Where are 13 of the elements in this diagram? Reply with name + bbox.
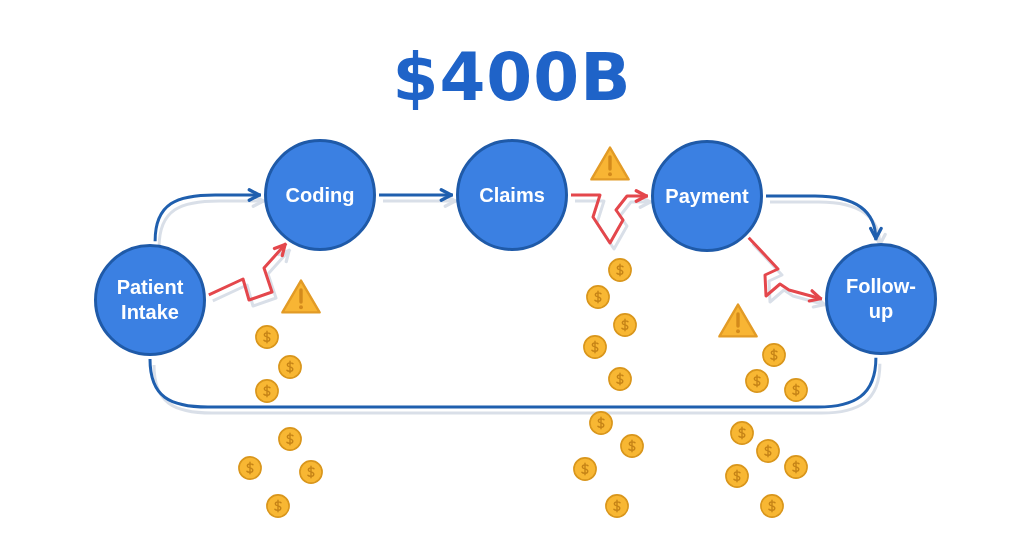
arrow [571, 189, 648, 245]
arrow [153, 188, 261, 242]
node-label: Payment [665, 183, 749, 209]
arrow [747, 236, 823, 303]
connector-line [148, 357, 878, 409]
title: $400B [392, 39, 632, 116]
node-label: Patient Intake [115, 275, 185, 325]
arrow [766, 194, 882, 241]
node-label: Coding [285, 182, 355, 208]
node-label: Follow-up [845, 274, 917, 324]
arrow [208, 242, 288, 302]
arrow [379, 188, 453, 202]
node-label: Claims [479, 182, 545, 208]
